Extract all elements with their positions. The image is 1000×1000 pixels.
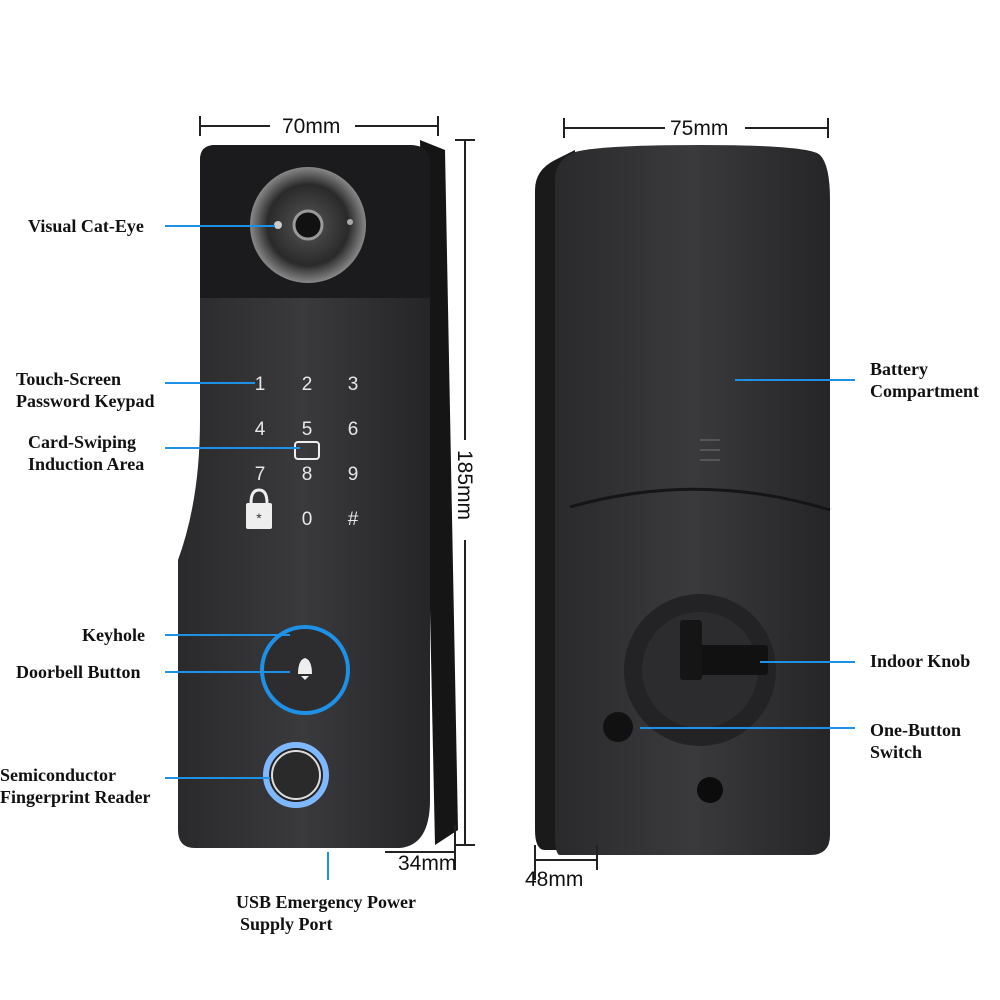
label-doorbell: Doorbell Button <box>16 662 141 682</box>
label-knob: Indoor Knob <box>870 651 970 671</box>
dimension-lines <box>199 116 829 880</box>
dim-height: 185mm <box>453 450 476 520</box>
label-usb-1: USB Emergency Power <box>236 892 416 912</box>
key-slot <box>697 777 723 803</box>
label-switch-1: One-Button <box>870 720 961 740</box>
label-fingerprint-2: Fingerprint Reader <box>0 787 150 807</box>
key-5[interactable]: 5 <box>302 419 313 440</box>
label-fingerprint-1: Semiconductor <box>0 765 116 785</box>
bell-icon <box>298 658 312 680</box>
key-8[interactable]: 8 <box>302 464 313 485</box>
label-keypad-1: Touch-Screen <box>16 369 121 389</box>
key-2[interactable]: 2 <box>302 374 313 395</box>
card-icon <box>294 441 320 460</box>
key-7[interactable]: 7 <box>255 464 266 485</box>
dim-back-width: 75mm <box>670 117 728 140</box>
one-button-switch[interactable] <box>603 712 633 742</box>
key-9[interactable]: 9 <box>348 464 359 485</box>
key-hash[interactable]: # <box>348 509 359 530</box>
label-switch-2: Switch <box>870 742 922 762</box>
svg-text:*: * <box>256 510 262 526</box>
key-0[interactable]: 0 <box>302 509 313 530</box>
label-card-2: Induction Area <box>28 454 144 474</box>
label-card-1: Card-Swiping <box>28 432 136 452</box>
key-3[interactable]: 3 <box>348 374 359 395</box>
key-4[interactable]: 4 <box>255 419 266 440</box>
key-6[interactable]: 6 <box>348 419 359 440</box>
dim-width: 70mm <box>282 115 340 138</box>
dim-back-depth: 48mm <box>525 868 583 891</box>
label-battery-1: Battery <box>870 359 928 379</box>
key-1[interactable]: 1 <box>255 374 266 395</box>
back-unit <box>535 145 831 855</box>
label-keyhole: Keyhole <box>82 625 145 645</box>
front-lock: 1 2 3 4 5 6 7 8 9 0 # * <box>178 140 458 848</box>
keypad: 1 2 3 4 5 6 7 8 9 0 # <box>255 374 359 530</box>
lock-icon: * <box>246 488 272 529</box>
label-keypad-2: Password Keypad <box>16 391 155 411</box>
dim-front-depth: 34mm <box>398 852 456 875</box>
label-usb-2: Supply Port <box>240 914 333 934</box>
label-battery-2: Compartment <box>870 381 979 401</box>
label-cat-eye: Visual Cat-Eye <box>28 216 144 236</box>
callout-lines <box>165 225 855 880</box>
